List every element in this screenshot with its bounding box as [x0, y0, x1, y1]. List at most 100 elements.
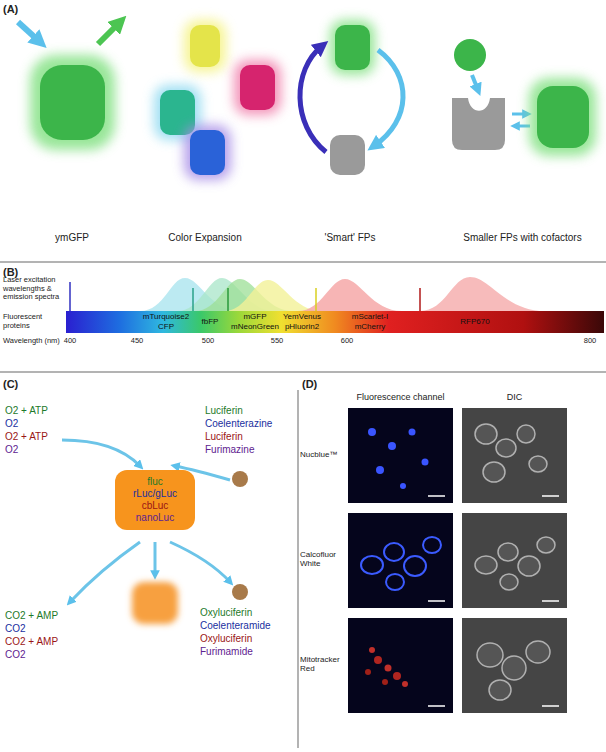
luciferase-arrows: [154, 542, 157, 575]
tick-label: 400: [55, 337, 85, 346]
panel-letter: (A): [3, 3, 33, 16]
dic-image: [518, 556, 540, 576]
fluorescence-image: [384, 543, 404, 561]
row-label: Mitotracker Red: [300, 655, 346, 673]
color-blobs: [184, 20, 226, 72]
emission-spectra: [140, 277, 545, 311]
protein-name: mScarlet-I: [352, 312, 388, 321]
fluorescence-image: [393, 672, 401, 680]
panel-divider: [0, 262, 606, 748]
fluorescence-image: [361, 556, 383, 574]
fluorescence-image: [348, 513, 453, 608]
cofactor-fp: [452, 98, 505, 150]
dic-image: [537, 537, 555, 553]
row-label: Calcofluor White: [300, 550, 346, 568]
protein-name: pHluorin2: [285, 322, 319, 331]
spectrum-bar: mTurquoise2CFPfbFPmGFPmNeonGreenYemVenus…: [66, 311, 604, 333]
enzyme-box: flucrLuc/gLuccbLucnanoLuc: [115, 470, 195, 530]
protein-name: mCherry: [355, 322, 386, 331]
protein-name: RFP670: [460, 317, 489, 326]
column-header: DIC: [462, 392, 567, 402]
color-blobs: [154, 20, 281, 180]
fluorescence-image: [376, 466, 384, 474]
fluorescence-image: [402, 681, 408, 687]
ymgfp-illustration: [18, 22, 40, 42]
protein-name: CFP: [158, 322, 174, 331]
tick-label: 500: [193, 337, 223, 346]
ymgfp-illustration: [40, 65, 105, 140]
panel-caption: ymGFP: [22, 232, 122, 244]
tick-label: 450: [122, 337, 152, 346]
protein-name: mNeonGreen: [231, 322, 279, 331]
panel-caption: Smaller FPs with cofactors: [445, 232, 600, 244]
dic-image: [483, 462, 505, 482]
fluorescence-image: [400, 483, 406, 489]
fluorescence-image: [404, 556, 426, 576]
fluorescence-image: [386, 574, 404, 590]
fluorescence-image: [428, 705, 445, 707]
substrate-text: Luciferin: [205, 405, 295, 417]
dic-image: [542, 495, 559, 497]
panel-divider: [0, 371, 606, 373]
emission-spectra: [420, 277, 545, 311]
protein-name: mTurquoise2: [143, 312, 189, 321]
tick-label: 600: [332, 337, 362, 346]
byproduct-text: CO2 + AMP: [5, 636, 85, 648]
substrate-circle: [232, 471, 248, 487]
color-blobs: [190, 25, 220, 67]
dic-image: [496, 439, 516, 457]
ymgfp-illustration: [18, 22, 120, 150]
dic-image: [462, 408, 567, 503]
smart-fp-cycle: [335, 25, 370, 70]
protein-name: YemVenus: [283, 312, 321, 321]
cofactor-fp: [515, 125, 530, 128]
dic-image: [542, 705, 559, 707]
fluorescence-image: [365, 669, 371, 675]
light-glow: [132, 582, 178, 624]
byproduct-text: CO2: [5, 623, 85, 635]
tick-label: 550: [262, 337, 292, 346]
product-text: Oxyluciferin: [200, 633, 295, 645]
laser-lines: [192, 288, 194, 311]
laser-lines: [69, 282, 71, 311]
fluorescence-image: [388, 442, 396, 450]
fluorescence-image: [428, 495, 445, 497]
dic-image: [475, 424, 497, 444]
protein-name: mGFP: [243, 312, 266, 321]
smart-fp-cycle: [300, 20, 403, 175]
fluorescence-image: [348, 408, 453, 503]
light-glow: [132, 582, 178, 624]
cofactor-text: O2 + ATP: [5, 431, 75, 443]
cofactor-fp: [454, 39, 486, 71]
color-blobs: [190, 130, 225, 175]
fluorescence-image: [368, 428, 376, 436]
fluorescence-image: [409, 429, 416, 436]
laser-lines: [70, 282, 420, 311]
emission-spectra: [298, 279, 402, 311]
cofactor-fp: [452, 39, 596, 156]
panel-divider: [0, 261, 606, 263]
enzyme-name: nanoLuc: [136, 512, 174, 524]
cofactor-fp: [472, 75, 478, 90]
cofactor-text: O2: [5, 444, 75, 456]
dic-image: [477, 643, 503, 667]
fluorescence-image: [348, 618, 453, 713]
dic-image: [500, 574, 518, 590]
fluorescence-image: [369, 647, 375, 653]
enzyme-name: fluc: [147, 476, 163, 488]
dic-image: [462, 618, 567, 713]
smart-fp-cycle: [374, 50, 403, 146]
ymgfp-illustration: [30, 55, 115, 150]
smart-fp-cycle: [300, 46, 326, 152]
luciferase-arrows: [70, 542, 140, 602]
cofactor-fp: [512, 113, 527, 116]
fluorescence-image: [423, 537, 441, 553]
fluorescence-image: [374, 656, 382, 664]
byproduct-text: CO2: [5, 649, 85, 661]
laser-lines: [227, 288, 229, 311]
ymgfp-illustration: [98, 22, 120, 44]
product-text: Oxyluciferin: [200, 607, 295, 619]
row-label: Nucblue™: [300, 450, 346, 459]
